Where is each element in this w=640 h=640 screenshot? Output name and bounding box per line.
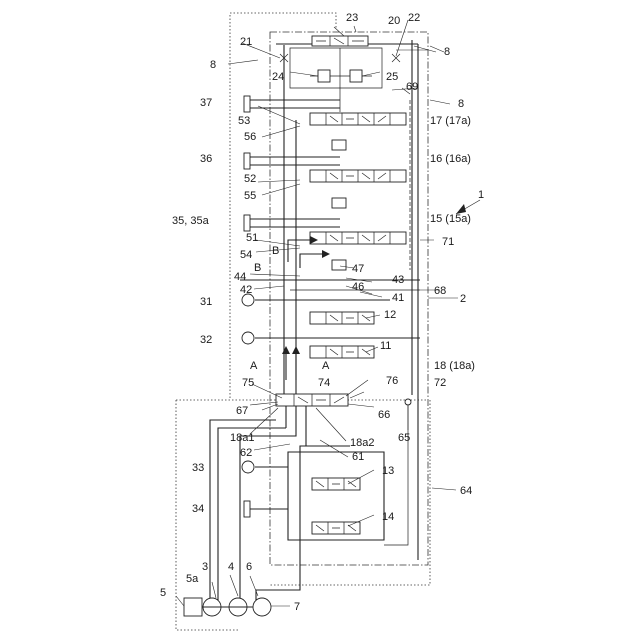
label-8a: 8 — [444, 46, 450, 58]
label-64: 64 — [460, 485, 472, 497]
arrow-b-lower — [322, 250, 330, 258]
label-22: 22 — [408, 12, 420, 24]
control-valve-12 — [310, 312, 374, 324]
motor-33 — [242, 461, 254, 473]
label-52: 52 — [244, 173, 256, 185]
label-A2: A — [322, 360, 330, 372]
control-valve-11 — [310, 346, 374, 358]
label-11: 11 — [380, 340, 391, 352]
label-32: 32 — [200, 334, 212, 346]
label-1: 1 — [478, 189, 484, 201]
label-6: 6 — [246, 561, 252, 573]
label-71: 71 — [442, 236, 454, 248]
label-8b: 8 — [210, 59, 216, 71]
label-24: 24 — [272, 71, 284, 83]
check-valve-65 — [405, 399, 411, 405]
label-47: 47 — [352, 263, 364, 275]
label-41: 41 — [392, 292, 404, 304]
label-54: 54 — [240, 249, 252, 261]
label-5a: 5a — [186, 573, 199, 585]
control-valve-16 — [310, 170, 406, 182]
label-18a2: 18a2 — [350, 437, 374, 449]
label-72: 72 — [434, 377, 446, 389]
label-51: 51 — [246, 232, 258, 244]
label-33: 33 — [192, 462, 204, 474]
label-18: 18 (18a) — [434, 360, 475, 372]
control-valve-17 — [310, 113, 406, 125]
label-37: 37 — [200, 97, 212, 109]
label-55: 55 — [244, 190, 256, 202]
label-76: 76 — [386, 375, 398, 387]
label-12: 12 — [384, 309, 396, 321]
label-8c: 8 — [458, 98, 464, 110]
label-56: 56 — [244, 131, 256, 143]
cylinder-36-lines — [250, 157, 340, 165]
control-valve-13 — [312, 478, 360, 490]
label-61: 61 — [352, 451, 364, 463]
label-B2: B — [254, 262, 261, 274]
label-34: 34 — [192, 503, 204, 515]
check-valve-47 — [332, 260, 346, 270]
pump-6 — [253, 598, 271, 616]
label-44: 44 — [234, 271, 246, 283]
label-35: 35, 35a — [172, 215, 210, 227]
label-3: 3 — [202, 561, 208, 573]
label-69: 69 — [406, 81, 418, 93]
pump-line-6 — [256, 446, 306, 600]
cylinder-37 — [244, 96, 250, 112]
label-74: 74 — [318, 377, 330, 389]
cylinder-34 — [244, 501, 250, 517]
label-46: 46 — [352, 281, 364, 293]
line-61 — [306, 406, 350, 446]
check-valve-16-upper — [332, 140, 346, 150]
label-75: 75 — [242, 377, 254, 389]
label-65: 65 — [398, 432, 410, 444]
control-valve-15 — [310, 232, 406, 244]
reducing-valve-25 — [350, 70, 362, 82]
label-17: 17 (17a) — [430, 115, 471, 127]
motor-32 — [242, 332, 254, 344]
label-13: 13 — [382, 465, 394, 477]
label-23: 23 — [346, 12, 358, 24]
label-68: 68 — [434, 285, 446, 297]
path-b-upper — [288, 240, 310, 262]
label-B1: B — [272, 245, 279, 257]
label-5: 5 — [160, 587, 166, 599]
arrow-a-right — [292, 346, 300, 354]
label-66: 66 — [378, 409, 390, 421]
label-53: 53 — [238, 115, 250, 127]
label-25: 25 — [386, 71, 398, 83]
label-14: 14 — [382, 511, 394, 523]
label-42: 42 — [240, 284, 252, 296]
label-20: 20 — [388, 15, 400, 27]
reducing-valve-24 — [318, 70, 330, 82]
label-67: 67 — [236, 405, 248, 417]
cylinder-37-lines — [250, 100, 340, 108]
path-b-lower — [300, 254, 322, 268]
label-43: 43 — [392, 274, 404, 286]
label-16: 16 (16a) — [430, 153, 471, 165]
pilot-block-frame — [290, 48, 382, 88]
cylinder-35 — [244, 215, 250, 231]
arrow-a-left — [282, 346, 290, 354]
label-A1: A — [250, 360, 258, 372]
engine-5 — [184, 598, 202, 616]
label-62: 62 — [240, 447, 252, 459]
label-31: 31 — [200, 296, 212, 308]
label-7: 7 — [294, 601, 300, 613]
label-15: 15 (15a) — [430, 213, 471, 225]
label-18a1: 18a1 — [230, 432, 254, 444]
check-valve-15-upper — [332, 198, 346, 208]
cylinder-35-lines — [250, 219, 340, 227]
label-4: 4 — [228, 561, 234, 573]
label-36: 36 — [200, 153, 212, 165]
label-2: 2 — [460, 293, 466, 305]
label-21: 21 — [240, 36, 252, 48]
cylinder-36 — [244, 153, 250, 169]
